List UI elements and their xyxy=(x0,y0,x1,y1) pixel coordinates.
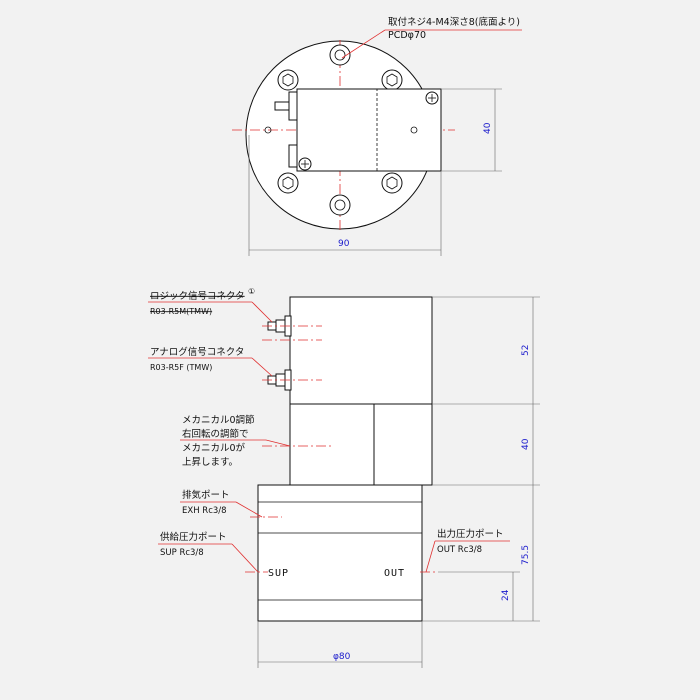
mount-note-line2: PCDφ70 xyxy=(388,30,426,41)
analog-connector-model: R03-R5F (TMW) xyxy=(150,363,212,372)
socket-screw-lr xyxy=(381,172,403,194)
socket-screw-ur xyxy=(381,69,403,91)
top-view: 取付ネジ4-M4深さ8(底面より) PCDφ70 40 90 xyxy=(232,16,522,256)
upper-block xyxy=(289,296,433,405)
top-module-hidden xyxy=(376,88,442,172)
dim-phi80: φ80 xyxy=(333,652,351,662)
mechanical-note-line1: メカニカル0調節 xyxy=(182,414,255,426)
logic-connector-model: R03-R5M(TMW) xyxy=(150,307,212,316)
output-spec: OUT Rc3/8 xyxy=(437,545,482,555)
side-view: SUP OUT ロジック信号コネクタ ① R03-R5M(TMW) アナログ信号… xyxy=(148,287,540,668)
middle-inner-block xyxy=(373,403,433,486)
socket-screw-ul xyxy=(277,69,299,91)
top-module-body xyxy=(296,88,442,172)
dim-40-side: 40 xyxy=(521,438,531,450)
bolt-hole-top xyxy=(329,44,351,66)
mount-leader xyxy=(341,29,386,59)
exhaust-spec: EXH Rc3/8 xyxy=(182,506,227,516)
exhaust-label: 排気ポート xyxy=(182,489,230,501)
bolt-hole-bottom xyxy=(329,194,351,216)
dim-24: 24 xyxy=(501,589,511,601)
hole-left xyxy=(264,126,272,134)
base-block xyxy=(257,484,423,622)
phillips-screw-top xyxy=(425,91,439,105)
analog-connector-label: アナログ信号コネクタ xyxy=(150,346,244,358)
port-sup: SUP xyxy=(268,568,289,579)
mechanical-note-line3: メカニカル0が xyxy=(182,442,246,454)
phillips-screw-bottom xyxy=(298,157,312,171)
top-connector-pin xyxy=(274,101,290,111)
mount-note-line1: 取付ネジ4-M4深さ8(底面より) xyxy=(388,16,520,28)
dim-40-top: 40 xyxy=(483,122,493,134)
top-connector xyxy=(288,91,298,121)
top-connector-2 xyxy=(288,144,298,168)
logic-connector-mark: ① xyxy=(248,287,255,296)
socket-screw-ll xyxy=(277,172,299,194)
mechanical-note-line2: 右回転の調節で xyxy=(182,428,249,440)
supply-label: 供給圧力ポート xyxy=(160,531,227,543)
dim-52: 52 xyxy=(521,345,531,356)
hole-right xyxy=(410,126,418,134)
output-label: 出力圧力ポート xyxy=(437,528,504,540)
dim-90: 90 xyxy=(338,239,350,249)
mechanical-note-line4: 上昇します。 xyxy=(182,457,238,468)
logic-connector-label: ロジック信号コネクタ xyxy=(150,290,245,302)
supply-spec: SUP Rc3/8 xyxy=(160,548,204,558)
dim-75-5: 75.5 xyxy=(521,545,531,565)
port-out: OUT xyxy=(384,568,405,579)
